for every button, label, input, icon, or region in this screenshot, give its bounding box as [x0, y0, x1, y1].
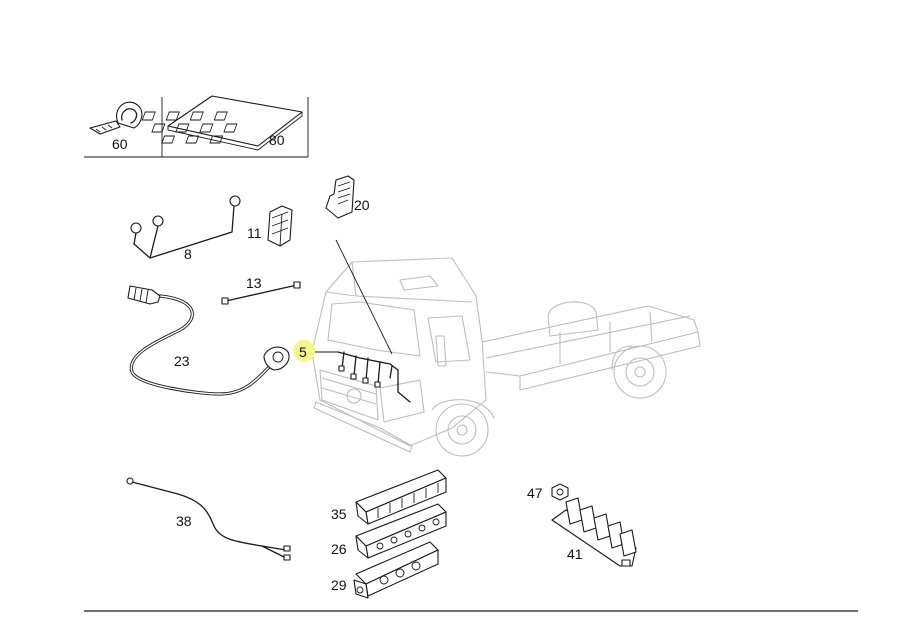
callout-23: 23 [174, 353, 190, 369]
part-29-connector-strip[interactable] [353, 541, 439, 599]
callout-11: 11 [247, 225, 262, 241]
callout-26: 26 [331, 541, 347, 557]
part-60-cable-tie[interactable] [89, 101, 143, 135]
part-5-cab-harness[interactable] [335, 239, 411, 403]
inset-box [84, 97, 309, 158]
callout-29: 29 [331, 577, 347, 593]
callout-5-marker [293, 340, 338, 362]
truck-outline [311, 257, 701, 457]
callout-60: 60 [112, 136, 128, 152]
part-41-fuse-holder[interactable] [551, 497, 637, 567]
part-26-connector-strip[interactable] [355, 503, 447, 559]
part-23-sensor-cable[interactable] [127, 285, 290, 396]
part-20-connector[interactable] [325, 175, 355, 219]
part-35-connector-strip[interactable] [355, 469, 447, 525]
part-38-cable[interactable] [126, 477, 291, 561]
callout-35: 35 [331, 506, 347, 522]
callout-5: 5 [299, 344, 307, 360]
callout-47: 47 [527, 485, 543, 501]
part-8-earth-cable[interactable] [130, 195, 241, 259]
part-47-nut[interactable] [551, 483, 569, 501]
callout-80: 80 [269, 132, 285, 148]
callout-13: 13 [246, 275, 262, 291]
callout-8: 8 [184, 246, 192, 262]
part-13-wire[interactable] [221, 281, 301, 305]
callout-41: 41 [567, 546, 583, 562]
callout-38: 38 [176, 513, 192, 529]
part-80-carrier-plate[interactable] [141, 95, 303, 151]
part-11-connector-housing[interactable] [267, 205, 293, 247]
callout-20: 20 [354, 197, 370, 213]
